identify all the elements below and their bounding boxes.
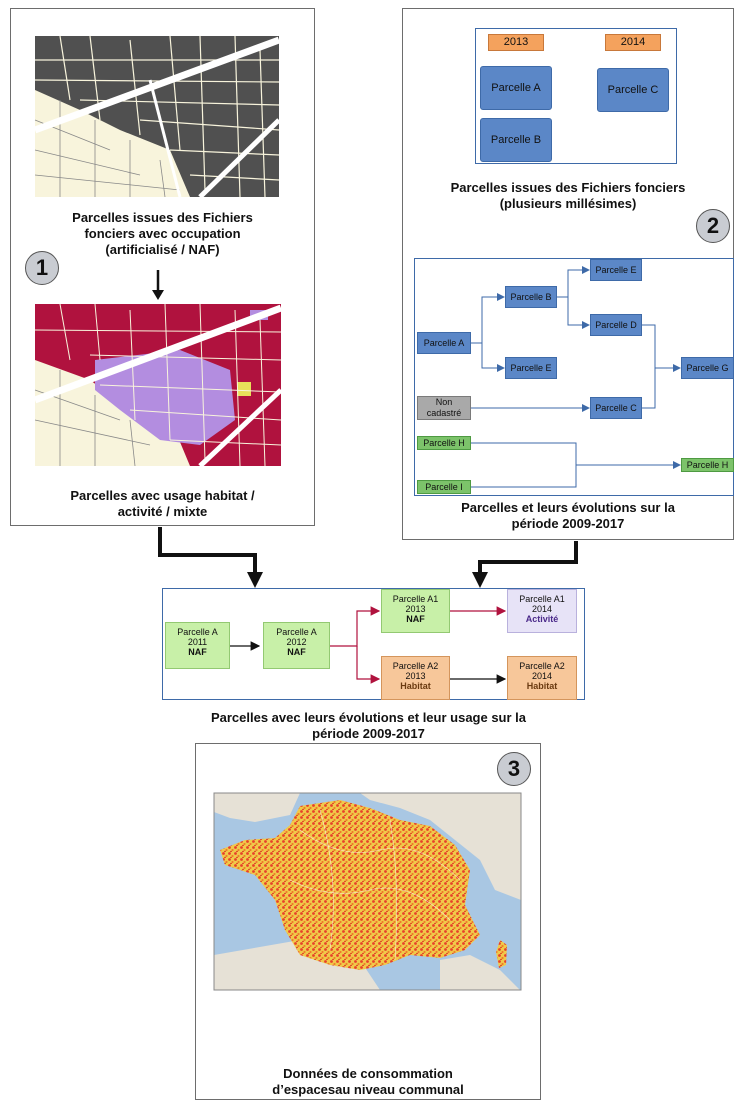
graph-node-non-cadastre: Non cadastré — [417, 396, 471, 420]
graph-node-parcelle-a: Parcelle A — [417, 332, 471, 354]
parcel-a-box: Parcelle A — [480, 66, 552, 110]
graph-node-parcelle-c: Parcelle C — [590, 397, 642, 419]
panel-2-caption-top: Parcelles issues des Fichiers fonciers (… — [450, 180, 686, 211]
flow-node-a2-2013: Parcelle A2 2013 Habitat — [381, 656, 450, 700]
year-tag-2013: 2013 — [488, 34, 544, 51]
panel-1-caption-bottom: Parcelles avec usage habitat / activité … — [70, 488, 255, 519]
flow-node-a1-2013: Parcelle A1 2013 NAF — [381, 589, 450, 633]
panel-1-caption-top: Parcelles issues des Fichiers fonciers a… — [72, 210, 253, 257]
usage-evolution-box — [162, 588, 585, 700]
flow-node-a2-2014: Parcelle A2 2014 Habitat — [507, 656, 577, 700]
graph-node-parcelle-h-out: Parcelle H — [681, 458, 734, 472]
flow-node-a-2011: Parcelle A 2011 NAF — [165, 622, 230, 669]
graph-node-parcelle-h: Parcelle H — [417, 436, 471, 450]
step-number-2: 2 — [696, 209, 730, 243]
graph-node-parcelle-e-bottom: Parcelle E — [505, 357, 557, 379]
graph-node-parcelle-g: Parcelle G — [681, 357, 734, 379]
graph-node-parcelle-i: Parcelle I — [417, 480, 471, 494]
panel-2-caption-bottom: Parcelles et leurs évolutions sur la pér… — [461, 500, 675, 531]
usage-evolution-caption: Parcelles avec leurs évolutions et leur … — [210, 710, 527, 741]
flow-node-a-2012: Parcelle A 2012 NAF — [263, 622, 330, 669]
panel-3 — [195, 743, 541, 1100]
parcel-c-box: Parcelle C — [597, 68, 669, 112]
step-number-3: 3 — [497, 752, 531, 786]
millesimes-box — [475, 28, 677, 164]
graph-node-parcelle-b: Parcelle B — [505, 286, 557, 308]
graph-node-parcelle-d: Parcelle D — [590, 314, 642, 336]
panel-3-caption: Données de consommation d’espacesau nive… — [272, 1066, 464, 1097]
step-number-1: 1 — [25, 251, 59, 285]
graph-node-parcelle-e-top: Parcelle E — [590, 259, 642, 281]
year-tag-2014: 2014 — [605, 34, 661, 51]
flow-node-a1-2014: Parcelle A1 2014 Activité — [507, 589, 577, 633]
parcel-b-box: Parcelle B — [480, 118, 552, 162]
